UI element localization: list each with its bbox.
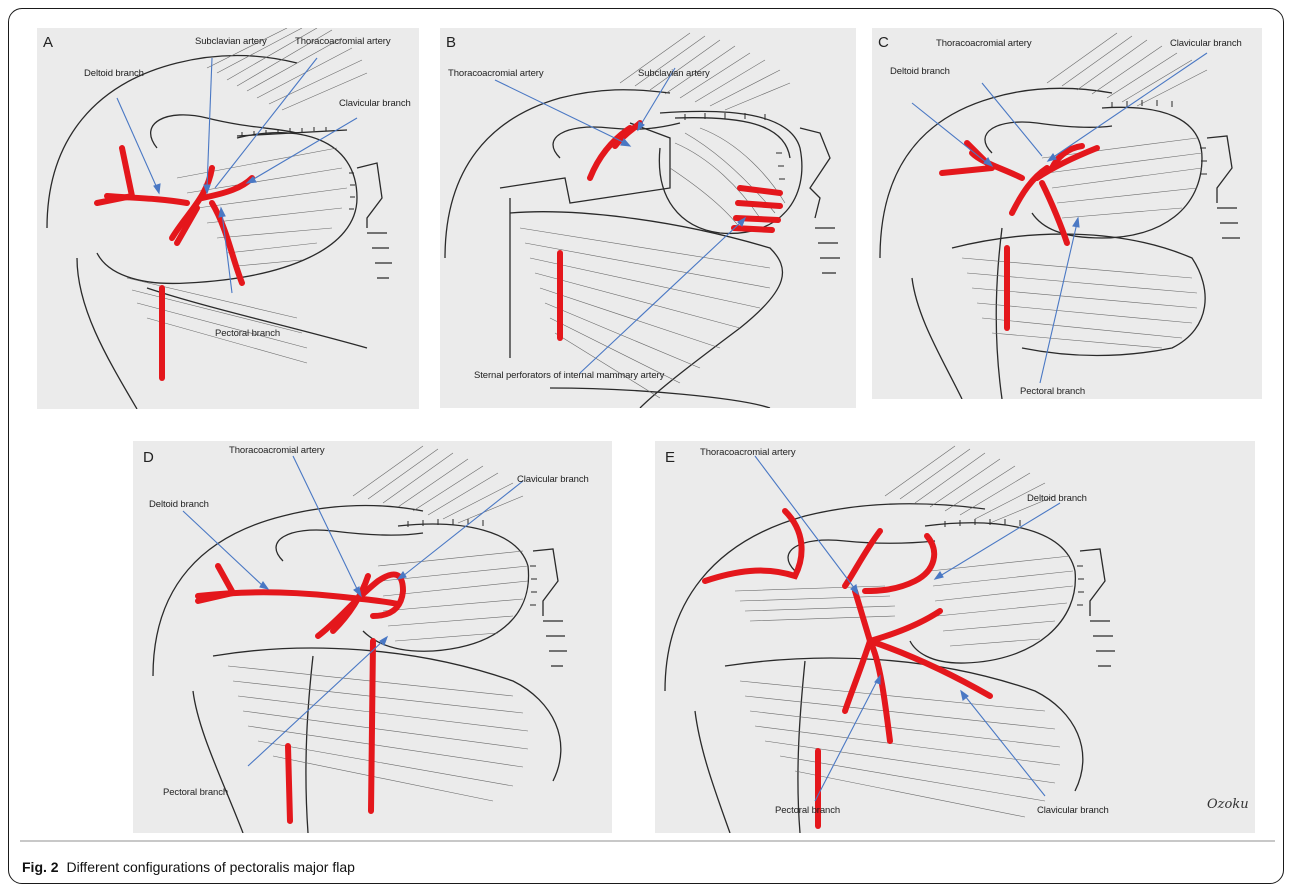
label-thoracoacromial-artery: Thoracoacromial artery [700,447,795,458]
panel-d-letter: D [143,449,154,466]
label-thoracoacromial-artery: Thoracoacromial artery [448,68,543,79]
figure-caption: Fig. 2 Different configurations of pecto… [22,859,355,875]
label-clavicular-branch: Clavicular branch [339,98,411,109]
figure-number: Fig. 2 [22,859,59,875]
panel-b-drawing [440,28,856,408]
label-pectoral-branch: Pectoral branch [1020,386,1085,397]
label-thoracoacromial-artery: Thoracoacromial artery [229,445,324,456]
panel-e-letter: E [665,449,675,466]
caption-divider [20,840,1275,842]
panel-a-drawing [37,28,419,409]
panel-e-drawing [655,441,1255,833]
label-clavicular-branch: Clavicular branch [517,474,589,485]
label-subclavian-artery: Subclavian artery [195,36,267,47]
label-pectoral-branch: Pectoral branch [215,328,280,339]
panel-c-drawing [872,28,1262,399]
panel-b-letter: B [446,34,456,51]
label-deltoid-branch: Deltoid branch [1027,493,1087,504]
label-deltoid-branch: Deltoid branch [890,66,950,77]
label-sternal-perforators: Sternal perforators of internal mammary … [474,370,664,381]
panel-b: B Thoracoacromial artery Subclavian arte… [440,28,856,408]
panel-d: D Thoracoacromial artery Clavicular bran… [133,441,612,833]
panel-a-letter: A [43,34,53,51]
panel-c: C Thoracoacromial artery Clavicular bran… [872,28,1262,399]
label-subclavian-artery: Subclavian artery [638,68,710,79]
label-pectoral-branch: Pectoral branch [775,805,840,816]
label-thoracoacromial-artery: Thoracoacromial artery [295,36,390,47]
label-pectoral-branch: Pectoral branch [163,787,228,798]
panel-c-letter: C [878,34,889,51]
panel-e: E Thoracoacromial artery Deltoid branch … [655,441,1255,833]
label-deltoid-branch: Deltoid branch [149,499,209,510]
label-deltoid-branch: Deltoid branch [84,68,144,79]
label-clavicular-branch: Clavicular branch [1037,805,1109,816]
panel-a: A Subclavian artery Thoracoacromial arte… [37,28,419,409]
figure-caption-text: Different configurations of pectoralis m… [66,859,354,875]
artist-signature: Ozoku [1207,797,1249,812]
label-thoracoacromial-artery: Thoracoacromial artery [936,38,1031,49]
label-clavicular-branch: Clavicular branch [1170,38,1242,49]
